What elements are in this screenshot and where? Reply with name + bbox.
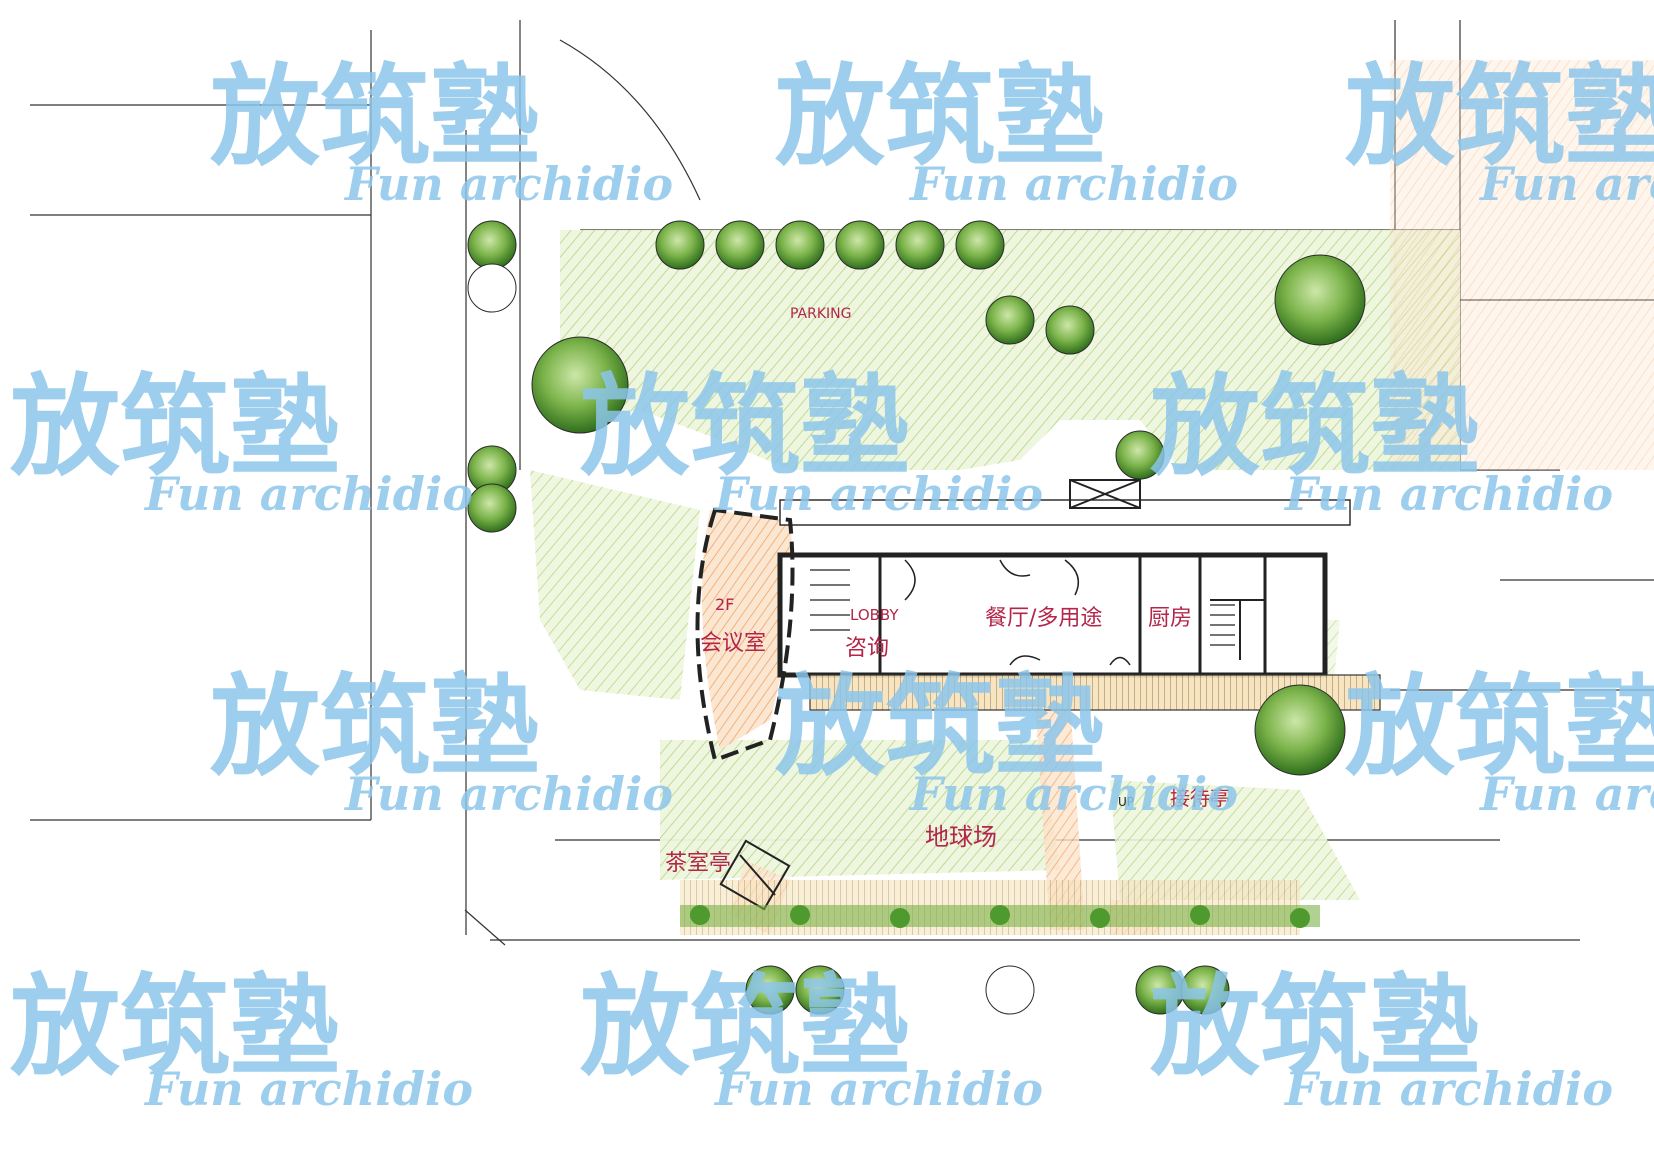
watermark-layer: 放筑塾 Fun archidio 放筑塾 Fun archidio 放筑塾 Fu… [10,52,1654,1116]
watermark-logo: 放筑塾 Fun archidio [580,962,1043,1116]
kitchen-label: 厨房 [1148,606,1192,631]
meeting-room-outline [695,507,795,763]
watermark-en: Fun archidio [1478,157,1654,211]
watermark-en: Fun archidio [713,1062,1043,1116]
meeting-floor-label: 2F [715,595,734,614]
shrub-strip [680,905,1320,928]
watermark-cn: 放筑塾 [1345,52,1654,181]
court-label: 地球场 [925,823,997,851]
watermark-en: Fun archidio [1283,467,1613,521]
kiosk-label: 接待亭 [1170,786,1230,810]
pavilion [719,839,791,911]
watermark-logo: 放筑塾 Fun archidio [775,52,1238,211]
watermark-en: Fun archidio [1283,1062,1613,1116]
watermark-cn: 放筑塾 [580,962,910,1091]
meeting-room-label: 会议室 [700,631,766,656]
watermark-en: Fun archidio [1478,767,1654,821]
watermark-cn: 放筑塾 [1150,362,1480,491]
pergola [1069,479,1141,509]
watermark-logo: 放筑塾 Fun archidio [1150,362,1613,521]
watermark-cn: 放筑塾 [10,362,340,491]
lobby-label: LOBBY [850,606,899,624]
watermark-logo: 放筑塾 Fun archidio [10,962,473,1116]
trees [467,220,1366,1015]
watermark-logo: 放筑塾 Fun archidio [775,662,1238,821]
watermark-en: Fun archidio [343,767,673,821]
watermark-cn: 放筑塾 [775,52,1105,181]
watermark-en: Fun archidio [908,767,1238,821]
watermark-logo: 放筑塾 Fun archidio [210,52,673,211]
watermark-cn: 放筑塾 [1345,662,1654,791]
watermark-cn: 放筑塾 [580,362,910,491]
up-label: UP [1118,795,1134,809]
pavilion-label: 茶室亭 [665,851,731,876]
dining-label: 餐厅/多用途 [985,606,1102,631]
watermark-logo: 放筑塾 Fun archidio [210,662,673,821]
watermark-en: Fun archidio [343,157,673,211]
watermark-cn: 放筑塾 [10,962,340,1091]
watermark-logo: 放筑塾 Fun archidio [1150,962,1613,1116]
watermark-en: Fun archidio [908,157,1238,211]
watermark-cn: 放筑塾 [210,52,540,181]
watermark-logo: 放筑塾 Fun archidio [1345,662,1654,821]
watermark-logo: 放筑塾 Fun archidio [1345,52,1654,211]
watermark-logo: 放筑塾 Fun archidio [10,362,473,521]
watermark-en: Fun archidio [143,1062,473,1116]
consult-label: 咨询 [845,636,889,661]
watermark-en: Fun archidio [713,467,1043,521]
watermark-cn: 放筑塾 [1150,962,1480,1091]
watermark-cn: 放筑塾 [210,662,540,791]
building [777,499,1351,678]
watermark-logo: 放筑塾 Fun archidio [580,362,1043,521]
watermark-cn: 放筑塾 [775,662,1105,791]
watermark-en: Fun archidio [143,467,473,521]
parking-label: PARKING [790,306,851,322]
